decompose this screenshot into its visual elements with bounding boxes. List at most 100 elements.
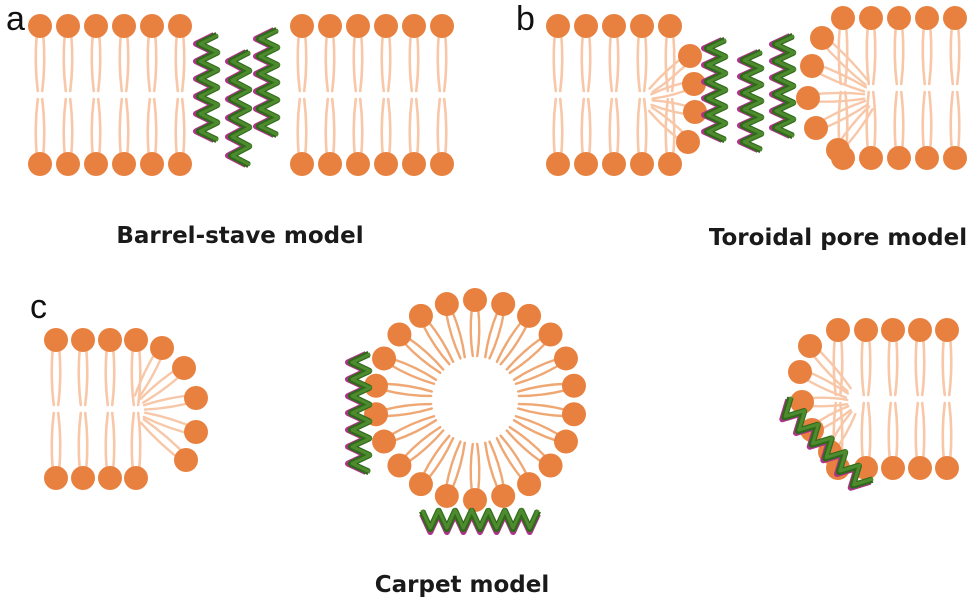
- lipid-tail-icon: [586, 97, 592, 158]
- lipid-heads-layer: [28, 6, 967, 512]
- lipid-head-icon: [434, 483, 459, 508]
- lipid-tail-icon: [580, 32, 586, 93]
- lipid-tail-icon: [921, 24, 927, 86]
- lipid-tail-icon: [608, 32, 614, 93]
- lipid-tail-icon: [670, 32, 676, 93]
- lipid-tail-icon: [664, 32, 670, 93]
- label-toroidal-pore-model: Toroidal pore model: [709, 225, 967, 251]
- lipid-tail-icon: [83, 411, 89, 472]
- lipid-tail-icon: [488, 312, 505, 360]
- lipid-tail-icon: [40, 97, 46, 158]
- lipid-tail-icon: [96, 32, 102, 93]
- lipid-head-icon: [683, 100, 707, 124]
- lipid-tail-icon: [436, 32, 442, 93]
- lipid-tail-icon: [947, 401, 953, 462]
- lipid-tail-icon: [330, 32, 336, 93]
- lipid-tail-icon: [469, 307, 474, 358]
- lipid-head-icon: [561, 373, 586, 398]
- lipid-head-icon: [538, 322, 563, 347]
- lipid-tail-icon: [445, 312, 462, 360]
- lipid-tail-icon: [296, 32, 302, 93]
- lipid-head-icon: [887, 146, 911, 170]
- lipid-head-icon: [184, 386, 208, 410]
- lipid-head-icon: [602, 152, 626, 176]
- lipid-tail-icon: [893, 24, 899, 86]
- lipid-tail-icon: [442, 97, 448, 158]
- lipid-head-icon: [854, 456, 878, 480]
- lipid-tail-icon: [96, 97, 102, 158]
- lipid-tail-icon: [941, 336, 947, 397]
- lipid-tail-icon: [389, 415, 436, 437]
- lipid-head-icon: [887, 6, 911, 30]
- lipid-head-icon: [491, 483, 516, 508]
- lipid-head-icon: [854, 318, 878, 342]
- lipid-tail-icon: [174, 32, 180, 93]
- lipid-head-icon: [140, 14, 164, 38]
- lipid-head-icon: [56, 152, 80, 176]
- lipid-tail-icon: [947, 336, 953, 397]
- lipid-head-icon: [678, 44, 702, 68]
- lipid-head-icon: [658, 14, 682, 38]
- lipid-tail-icon: [636, 97, 642, 158]
- lipid-head-icon: [172, 356, 196, 380]
- lipid-tail-icon: [451, 310, 466, 359]
- lipid-tail-icon: [499, 434, 529, 477]
- lipid-head-icon: [553, 429, 578, 454]
- lipid-tail-icon: [608, 97, 614, 158]
- label-carpet-model: Carpet model: [375, 572, 550, 598]
- lipid-tail-icon: [887, 336, 893, 397]
- lipid-head-icon: [859, 6, 883, 30]
- lipid-tail-icon: [68, 32, 74, 93]
- alpha-helix-peptide-icon: [253, 27, 281, 138]
- lipid-tail-icon: [914, 336, 920, 397]
- lipid-tail-icon: [384, 407, 433, 418]
- lipid-head-icon: [430, 14, 454, 38]
- lipid-tail-icon: [899, 90, 905, 152]
- lipid-tail-icon: [34, 97, 40, 158]
- lipid-head-icon: [402, 14, 426, 38]
- lipid-head-icon: [826, 138, 850, 162]
- lipid-tail-icon: [495, 437, 523, 480]
- lipid-tail-icon: [505, 336, 543, 371]
- lipid-tail-icon: [124, 32, 130, 93]
- lipid-head-icon: [98, 466, 122, 490]
- lipid-tail-icon: [414, 97, 420, 158]
- lipid-tail-icon: [324, 32, 330, 93]
- lipid-head-icon: [546, 152, 570, 176]
- lipid-tail-icon: [451, 441, 466, 490]
- lipid-tail-icon: [414, 32, 420, 93]
- lipid-tail-icon: [40, 32, 46, 93]
- lipid-head-icon: [56, 14, 80, 38]
- lipid-tail-icon: [180, 32, 186, 93]
- lipid-tail-icon: [484, 310, 499, 359]
- lipid-tail-icon: [136, 346, 142, 407]
- lipid-head-icon: [943, 6, 967, 30]
- lipid-head-icon: [364, 373, 389, 398]
- alpha-helix-peptide-icon: [737, 49, 765, 153]
- lipid-tail-icon: [552, 97, 558, 158]
- lipid-tail-icon: [421, 434, 451, 477]
- lipid-tail-icon: [920, 401, 926, 462]
- lipid-tail-icon: [505, 429, 543, 464]
- lipid-tail-icon: [941, 401, 947, 462]
- lipid-head-icon: [408, 303, 433, 328]
- lipid-tail-icon: [517, 402, 567, 411]
- lipid-tail-icon: [955, 24, 961, 86]
- lipid-tail-icon: [296, 97, 302, 158]
- lipid-head-icon: [28, 14, 52, 38]
- lipid-head-icon: [831, 6, 855, 30]
- lipid-tail-icon: [949, 90, 955, 152]
- lipid-tail-icon: [838, 336, 844, 397]
- lipid-tail-icon: [865, 90, 871, 152]
- lipid-head-icon: [168, 14, 192, 38]
- lipid-tail-icon: [476, 307, 481, 358]
- lipid-tail-icon: [421, 323, 451, 366]
- lipid-tail-icon: [552, 32, 558, 93]
- lipid-tail-icon: [927, 90, 933, 152]
- lipid-head-icon: [124, 466, 148, 490]
- lipid-head-icon: [98, 328, 122, 352]
- alpha-helix-peptide-icon: [779, 396, 874, 491]
- lipid-head-icon: [346, 14, 370, 38]
- lipid-head-icon: [112, 14, 136, 38]
- lipid-head-icon: [408, 472, 433, 497]
